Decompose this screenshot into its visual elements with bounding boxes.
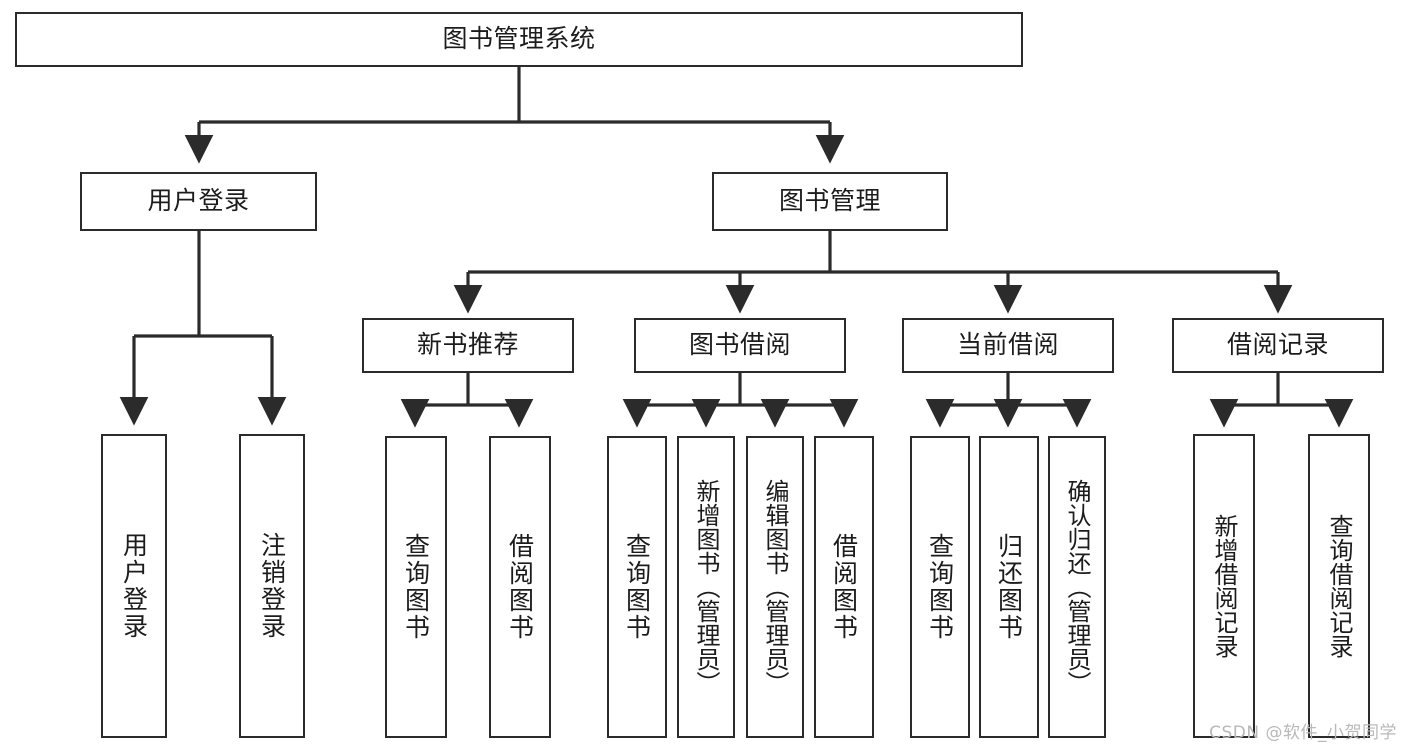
node-user-login[interactable]: 用户登录: [80, 172, 317, 231]
node-book-borrow[interactable]: 图书借阅: [634, 318, 846, 373]
node-leaf-add-record[interactable]: 新增借阅记录: [1193, 434, 1255, 738]
node-leaf-user-logout[interactable]: 注销登录: [239, 434, 305, 738]
node-leaf-add-record-label: 新增借阅记录: [1210, 514, 1238, 658]
node-new-book-recommend-label: 新书推荐: [416, 330, 519, 360]
node-root-label: 图书管理系统: [442, 24, 596, 54]
node-leaf-confirm-return-label: 确认归还（管理员）: [1063, 479, 1091, 695]
node-leaf-return-book[interactable]: 归还图书: [979, 436, 1039, 738]
node-new-book-recommend[interactable]: 新书推荐: [362, 318, 574, 373]
csdn-watermark: CSDN @软件_小贺同学: [1209, 723, 1397, 743]
node-current-borrow[interactable]: 当前借阅: [902, 318, 1114, 373]
node-leaf-query-book-2[interactable]: 查询图书: [607, 436, 667, 738]
node-leaf-query-book-1[interactable]: 查询图书: [385, 436, 447, 738]
node-book-manage-label: 图书管理: [778, 186, 881, 216]
node-leaf-edit-book-label: 编辑图书（管理员）: [761, 479, 789, 695]
node-leaf-query-book-1-label: 查询图书: [401, 533, 431, 641]
node-current-borrow-label: 当前借阅: [956, 330, 1059, 360]
node-leaf-user-logout-label: 注销登录: [257, 532, 287, 640]
node-leaf-query-book-3-label: 查询图书: [925, 533, 955, 641]
node-leaf-add-book[interactable]: 新增图书（管理员）: [677, 436, 735, 738]
node-user-login-label: 用户登录: [147, 186, 250, 216]
node-borrow-record[interactable]: 借阅记录: [1172, 318, 1384, 373]
node-leaf-user-login-label: 用户登录: [119, 532, 149, 640]
node-book-borrow-label: 图书借阅: [688, 330, 791, 360]
node-leaf-add-book-label: 新增图书（管理员）: [692, 479, 720, 695]
node-root[interactable]: 图书管理系统: [15, 12, 1023, 67]
node-leaf-query-record[interactable]: 查询借阅记录: [1308, 434, 1370, 738]
node-leaf-confirm-return[interactable]: 确认归还（管理员）: [1048, 436, 1106, 738]
node-leaf-return-book-label: 归还图书: [994, 533, 1024, 641]
node-leaf-borrow-book-1-label: 借阅图书: [505, 533, 535, 641]
node-leaf-user-login[interactable]: 用户登录: [101, 434, 167, 738]
node-leaf-query-book-2-label: 查询图书: [622, 533, 652, 641]
node-leaf-query-record-label: 查询借阅记录: [1325, 514, 1353, 658]
node-leaf-borrow-book-2-label: 借阅图书: [829, 533, 859, 641]
node-leaf-query-book-3[interactable]: 查询图书: [910, 436, 970, 738]
node-borrow-record-label: 借阅记录: [1226, 330, 1329, 360]
node-book-manage[interactable]: 图书管理: [712, 172, 948, 231]
node-leaf-borrow-book-1[interactable]: 借阅图书: [489, 436, 551, 738]
node-leaf-edit-book[interactable]: 编辑图书（管理员）: [746, 436, 804, 738]
node-leaf-borrow-book-2[interactable]: 借阅图书: [814, 436, 874, 738]
